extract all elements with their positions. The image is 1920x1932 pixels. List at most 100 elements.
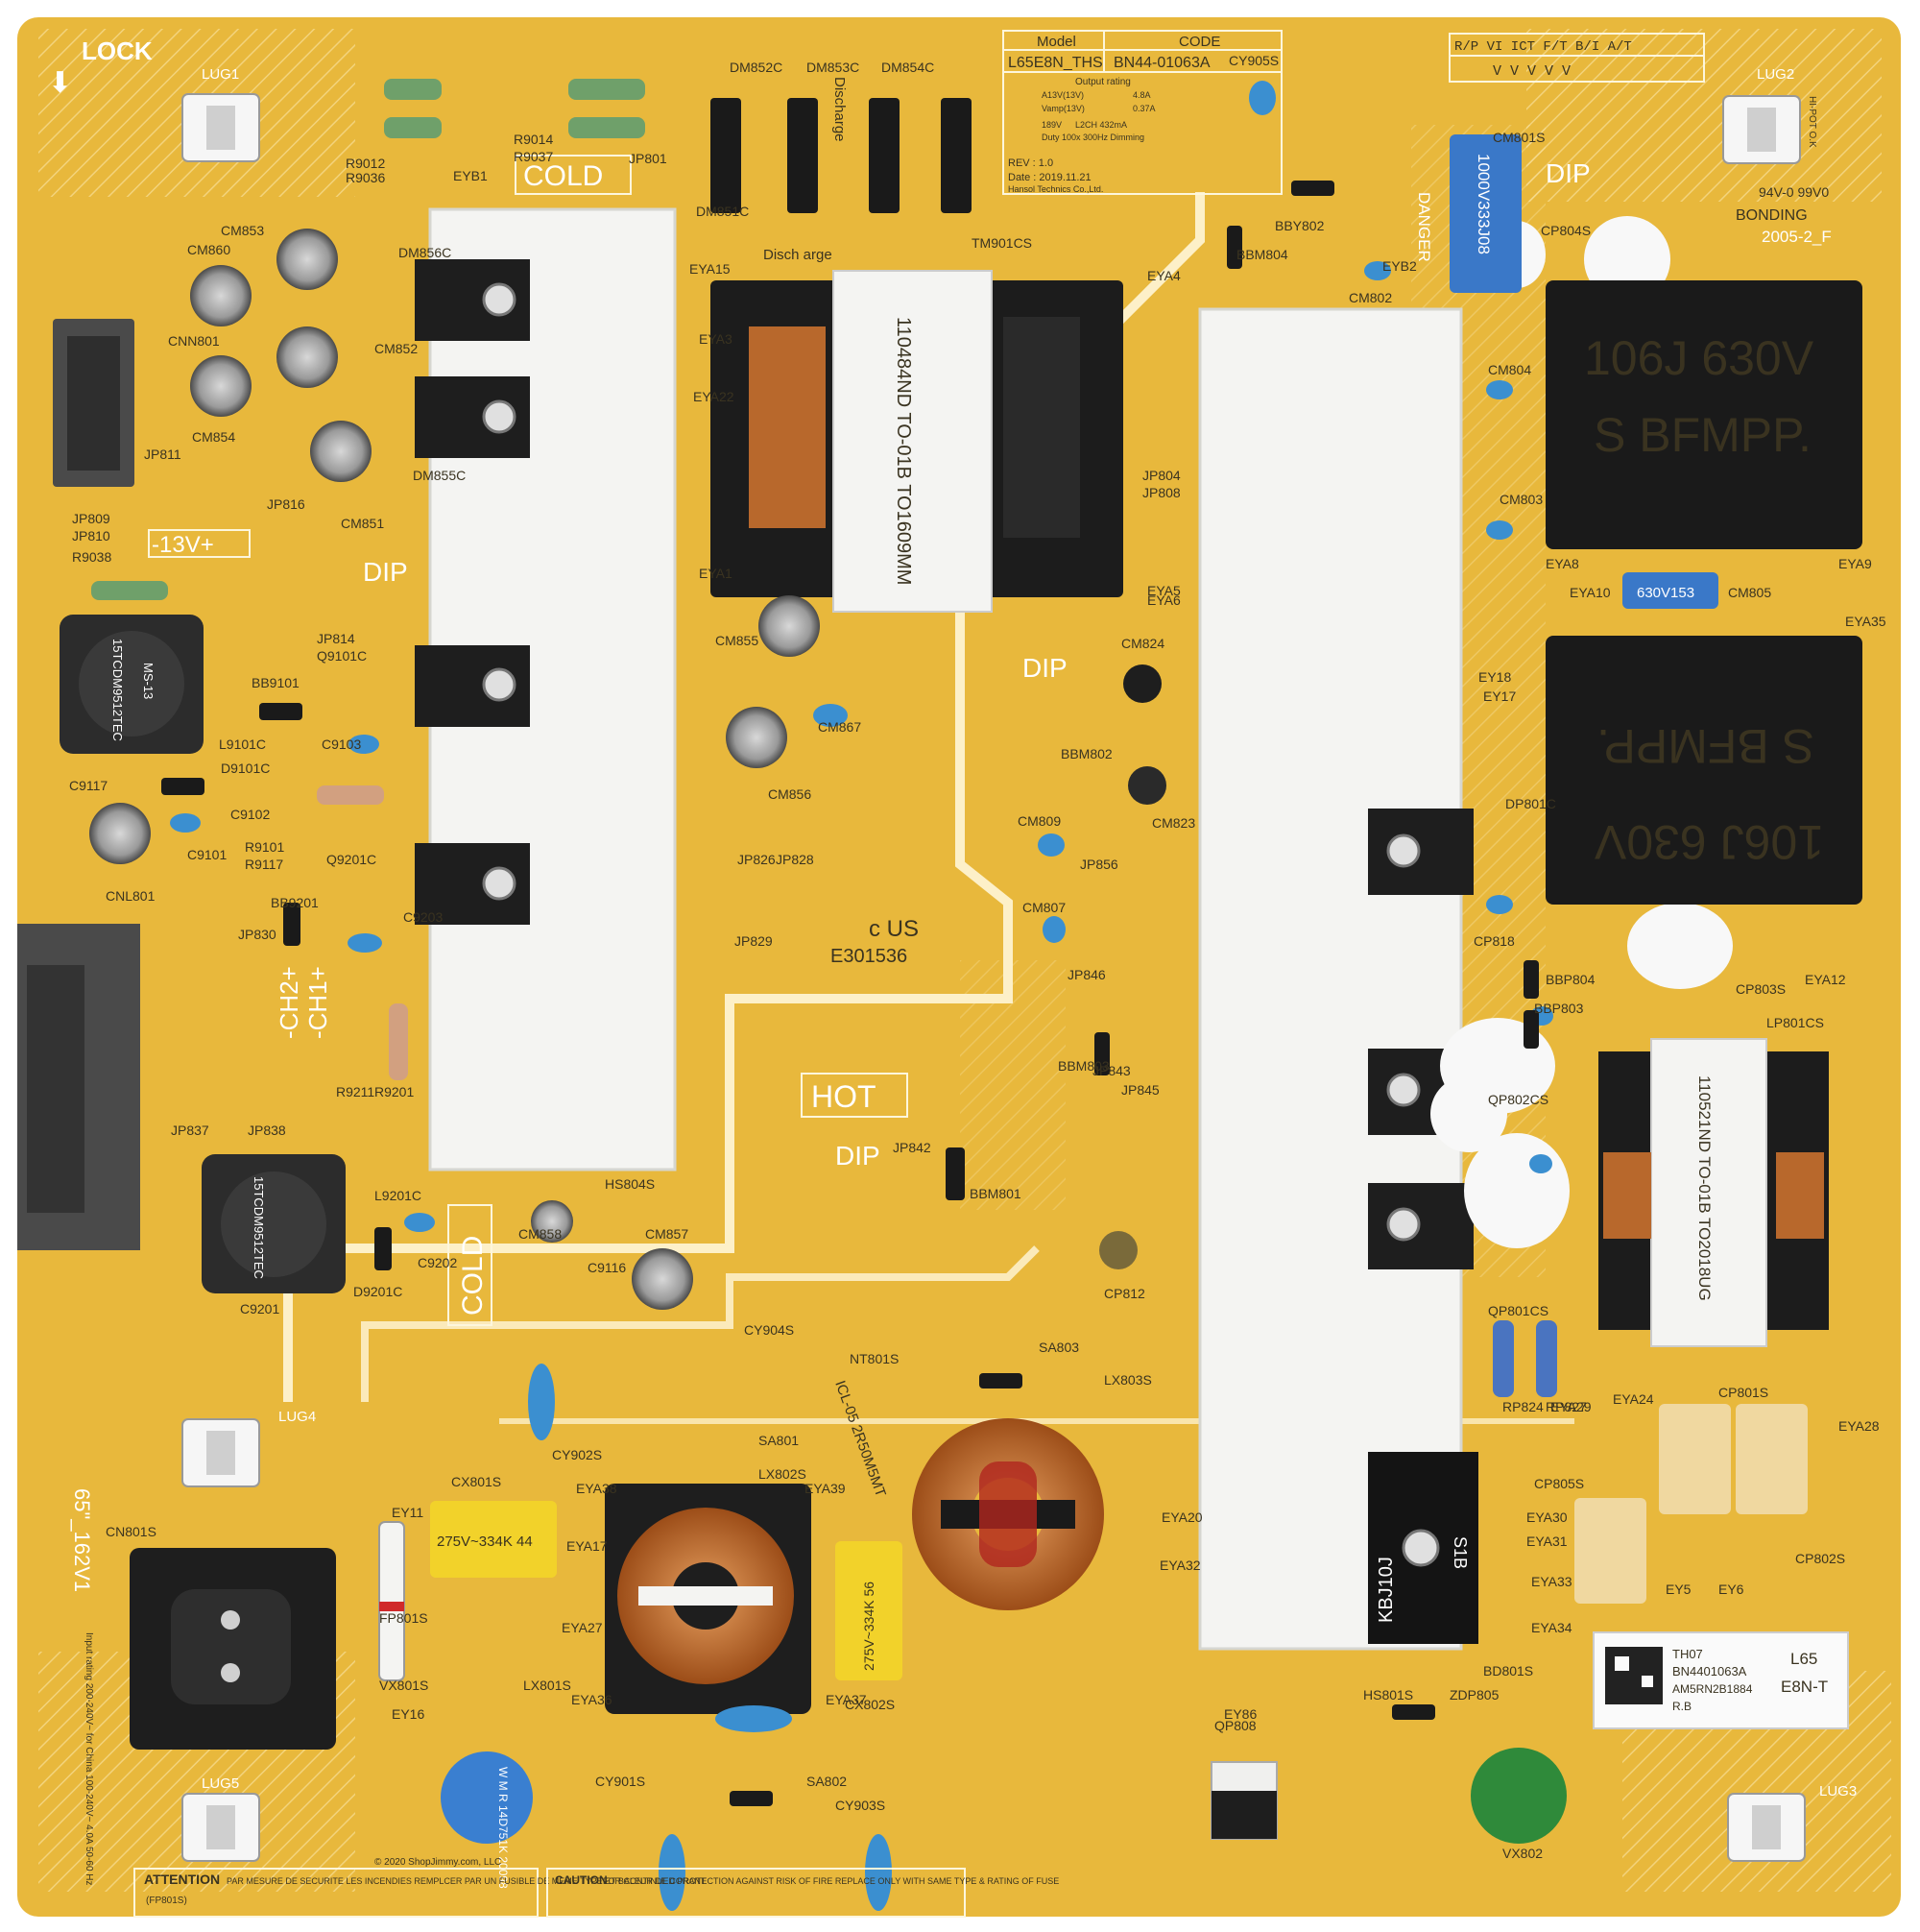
lug4 xyxy=(181,1418,260,1487)
cap-marking-2b: S BFMPP. xyxy=(1596,719,1814,773)
maker-label: Hansol Technics Co.,Ltd. xyxy=(1008,184,1103,194)
x-cap-cx802s: 275V~334K 56 xyxy=(835,1541,902,1680)
refdes-cp802s: CP802S xyxy=(1795,1551,1845,1566)
resistors xyxy=(91,79,1557,1397)
refdes-cm807: CM807 xyxy=(1022,900,1066,915)
refdes-eya12: EYA12 xyxy=(1805,972,1846,987)
refdes-cm856: CM856 xyxy=(768,786,811,802)
refdes-eya10: EYA10 xyxy=(1570,585,1611,600)
refdes-cm852: CM852 xyxy=(374,341,418,356)
refdes-cm867: CM867 xyxy=(818,719,861,735)
sticker-l65: L65 xyxy=(1790,1650,1817,1668)
code-header: CODE xyxy=(1179,34,1220,50)
refdes-rp824: RP824 xyxy=(1502,1399,1544,1414)
refdes-bbp804: BBP804 xyxy=(1546,972,1596,987)
refdes-vx802: VX802 xyxy=(1502,1846,1543,1861)
mosfet-q9201c xyxy=(415,843,530,925)
rating-line4: Duty 100x 300Hz Dimming xyxy=(1042,133,1144,142)
refdes-eya15: EYA15 xyxy=(689,261,731,277)
refdes-lx801s: LX801S xyxy=(523,1678,571,1693)
refdes-lx803s: LX803S xyxy=(1104,1372,1152,1388)
refdes-c9102: C9102 xyxy=(230,807,270,822)
refdes-eya35: EYA35 xyxy=(1845,614,1886,629)
dip-label-2: DIP xyxy=(1022,653,1068,683)
output-rating-label: Output rating xyxy=(1075,77,1131,87)
refdes-eya22: EYA22 xyxy=(693,389,734,404)
rev-label: REV : 1.0 xyxy=(1008,157,1053,169)
refdes-cm854: CM854 xyxy=(192,429,235,445)
diodes xyxy=(161,98,1539,1806)
mosfet-qp801cs xyxy=(1368,1183,1474,1269)
refdes-bbm802: BBM802 xyxy=(1061,746,1113,761)
bonding-label: BONDING xyxy=(1736,207,1808,224)
refdes-c9201: C9201 xyxy=(240,1301,279,1316)
refdes-bbm804: BBM804 xyxy=(1236,247,1288,262)
refdes-cm802: CM802 xyxy=(1349,290,1392,305)
attention-label: ATTENTION xyxy=(144,1872,220,1887)
sticker-code: BN4401063A xyxy=(1672,1664,1747,1678)
refdes-dm855c: DM855C xyxy=(413,468,466,483)
tuv-marking: 94V-0 99V0 xyxy=(1759,184,1829,200)
svg-text:LUG1: LUG1 xyxy=(202,66,239,83)
thermistor-vx802 xyxy=(1471,1748,1567,1844)
fp801s-label: (FP801S) xyxy=(146,1896,187,1906)
danger-label: DANGER xyxy=(1415,192,1433,262)
refdes-ey11: EY11 xyxy=(392,1505,423,1520)
refdes-eya31: EYA31 xyxy=(1526,1534,1568,1549)
refdes-cm809: CM809 xyxy=(1018,813,1061,829)
refdes-q9101c: Q9101C xyxy=(317,648,367,664)
refdes-eya1: EYA1 xyxy=(699,566,732,581)
regulator-qp808 xyxy=(1211,1761,1278,1840)
refdes-r9101: R9101 xyxy=(245,839,284,855)
refdes-eyb1: EYB1 xyxy=(453,168,488,183)
bridge-marking-kbj: KBJ10J xyxy=(1376,1557,1397,1623)
refdes-lx802s: LX802S xyxy=(758,1466,806,1482)
ceramic-caps xyxy=(170,81,1553,1911)
mosfet-q9101c xyxy=(415,645,530,727)
refdes-eya30: EYA30 xyxy=(1526,1509,1568,1525)
cold-label-bottom: COLD xyxy=(457,1236,489,1316)
refdes-ey18: EY18 xyxy=(1478,669,1511,685)
refdes-eya20: EYA20 xyxy=(1162,1509,1203,1525)
refdes-q9201c: Q9201C xyxy=(326,852,376,867)
lug3 xyxy=(1727,1793,1806,1862)
refdes-cp801s: CP801S xyxy=(1718,1385,1768,1400)
attention-fr-text: PAR MESURE DE SECURITE LES INCENDIES REM… xyxy=(227,1876,707,1886)
refdes-jp804: JP804 xyxy=(1142,468,1181,483)
refdes-rp827: RP827 xyxy=(1546,1399,1587,1414)
refdes-dm852c: DM852C xyxy=(730,60,782,75)
refdes-cm855: CM855 xyxy=(715,633,758,648)
ul-mark: c US xyxy=(869,916,919,942)
choke1-marking: 15TCDM9512TEC xyxy=(110,639,125,741)
refdes-eya8: EYA8 xyxy=(1546,556,1579,571)
svg-text:LUG3: LUG3 xyxy=(1819,1783,1857,1799)
refdes-jp810: JP810 xyxy=(72,528,110,543)
minus13v-label: -13V+ xyxy=(152,532,214,558)
refdes-jp801: JP801 xyxy=(629,151,667,166)
cap-marking-1b: S BFMPP. xyxy=(1594,408,1812,462)
refdes-c9103: C9103 xyxy=(322,737,361,752)
refdes-eya32: EYA32 xyxy=(1160,1558,1201,1573)
refdes-eya6: EYA6 xyxy=(1147,592,1181,608)
refdes-jp842: JP842 xyxy=(893,1140,931,1155)
refdes-cx802s: CX802S xyxy=(845,1697,895,1712)
lug1 xyxy=(181,93,260,162)
refdes-ey6: EY6 xyxy=(1718,1582,1744,1597)
refdes-ey17: EY17 xyxy=(1483,688,1516,704)
refdes-cp818: CP818 xyxy=(1474,933,1515,949)
refdes-jp811: JP811 xyxy=(144,447,181,462)
rating-line1: A13V(13V) xyxy=(1042,90,1084,100)
refdes-cy901s: CY901S xyxy=(595,1774,645,1789)
refdes-eya37: EYA37 xyxy=(826,1692,867,1707)
svg-text:V V V V V: V V V V V xyxy=(1493,63,1571,80)
ac-inlet-cn801s xyxy=(130,1548,336,1750)
rating-line2: Vamp(13V) xyxy=(1042,104,1085,113)
refdes-r9211: R9211 xyxy=(336,1084,374,1099)
input-rating-label: Input rating 200-240V~ for China 100-240… xyxy=(84,1632,94,1886)
refdes-ey5: EY5 xyxy=(1666,1582,1692,1597)
refdes-eya24: EYA24 xyxy=(1613,1391,1654,1407)
refdes-hs801s: HS801S xyxy=(1363,1687,1413,1703)
refdes-cm803: CM803 xyxy=(1500,492,1543,507)
refdes-eya34: EYA34 xyxy=(1531,1620,1572,1635)
toroid-lx803s xyxy=(912,1418,1104,1610)
